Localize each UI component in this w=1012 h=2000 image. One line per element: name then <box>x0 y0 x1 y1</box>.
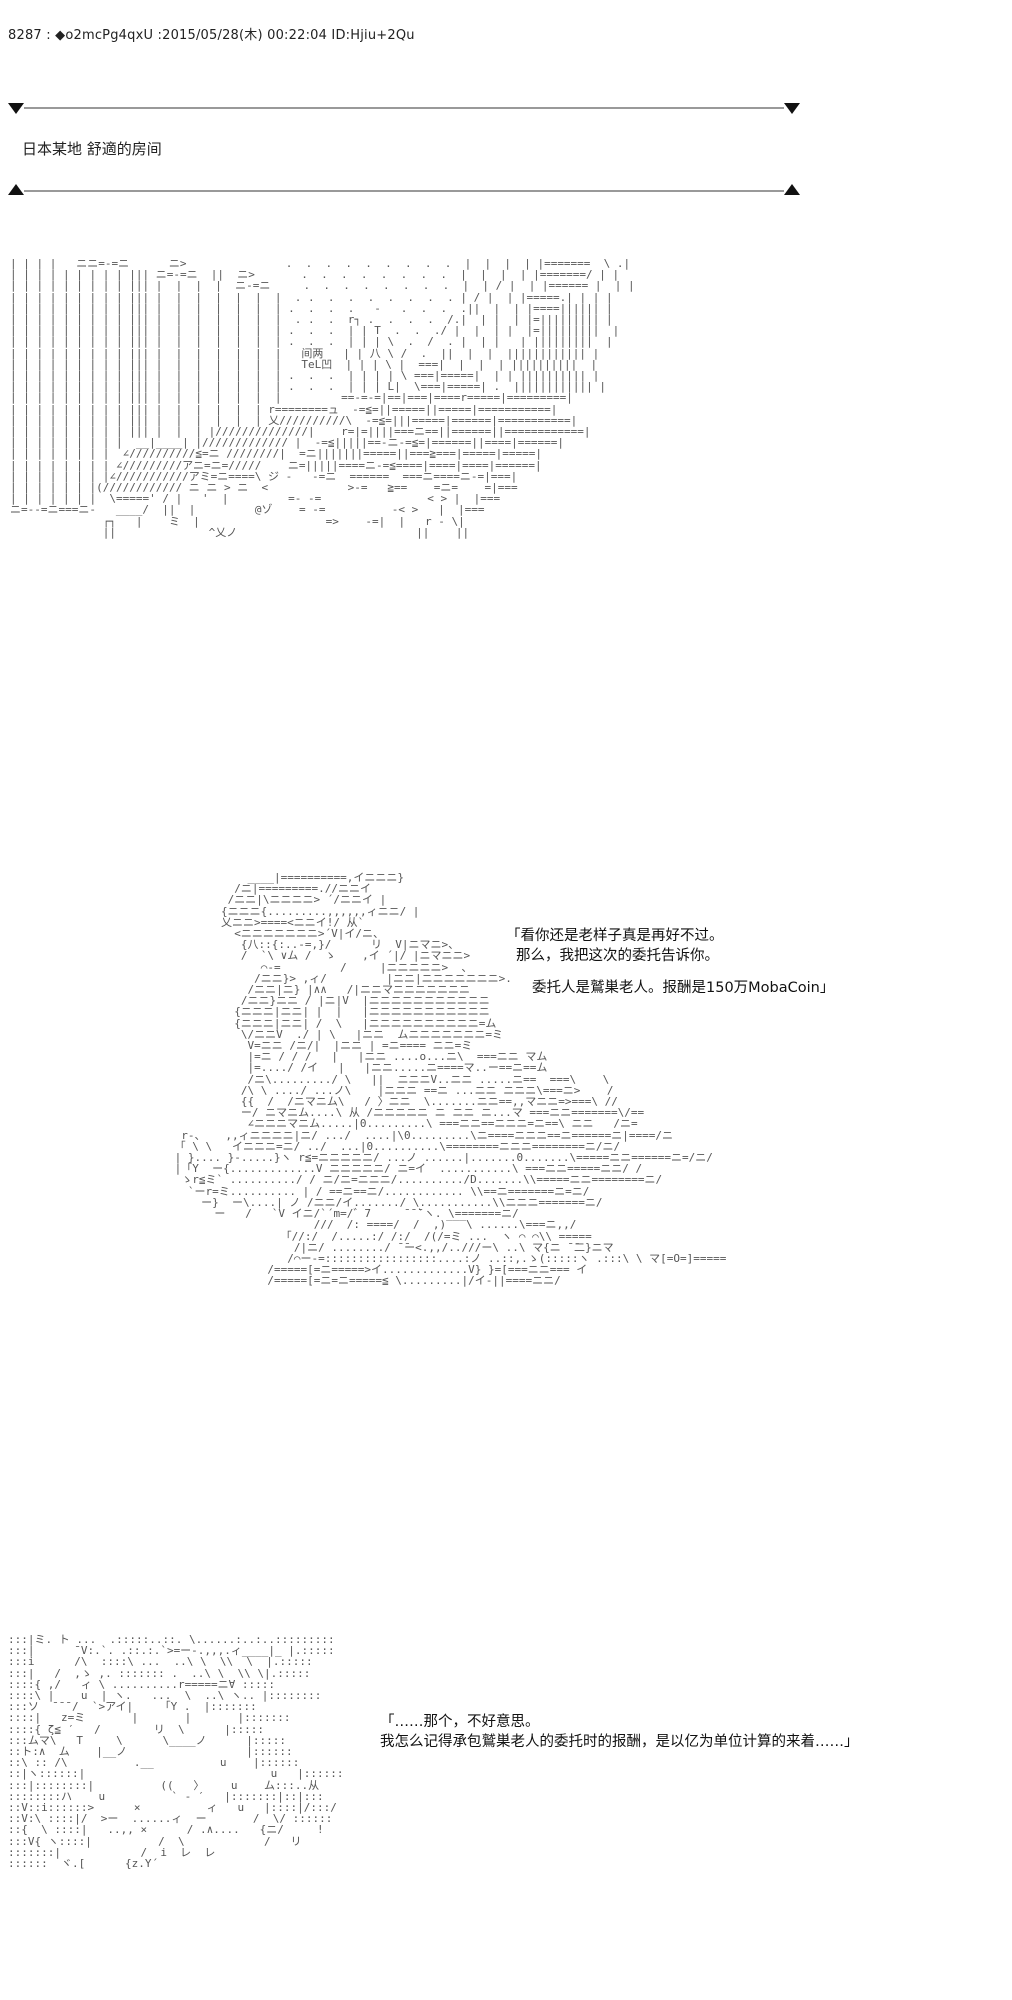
post-header: 8287 : ◆o2mcPg4qxU :2015/05/28(木) 00:22:… <box>8 28 415 43</box>
dialogue-2-line-2: 我怎么记得承包鷲巣老人的委托时的报酬，是以亿为单位计算的来着……」 <box>380 1734 859 1750</box>
dialogue-1-line-2: 那么，我把这次的委托告诉你。 <box>516 948 719 964</box>
dialogue-2-line-1: 「……那个，不好意思。 <box>380 1714 540 1730</box>
scene-location: 日本某地 舒適的房间 <box>22 140 162 158</box>
dialogue-2: 「……那个，不好意思。 我怎么记得承包鷲巣老人的委托时的报酬，是以亿为单位计算的… <box>380 1712 859 1752</box>
dialogue-1-line-3: 委托人是鷲巣老人。报酬是150万MobaCoin」 <box>532 980 835 996</box>
ascii-art-character-2: :::|ミ. ト ... .:::::..::. \......:..:..::… <box>8 1633 344 1871</box>
ascii-art-character-1: ____|==========,イニニニ} /ニ|=========.//ニニイ… <box>174 871 727 1288</box>
divider-line-top <box>8 103 800 114</box>
divider-top <box>8 98 800 120</box>
dialogue-1-line-1: 「看你还是老样子真是再好不过。 <box>506 928 724 944</box>
divider-line-bottom <box>8 184 800 195</box>
ascii-art-room: | | | | ニニ=-=ニ ニ> . . . . . . . . . | | … <box>10 257 635 539</box>
divider-bottom <box>8 180 800 202</box>
dialogue-1: 「看你还是老样子真是再好不过。 那么，我把这次的委托告诉你。 委托人是鷲巣老人。… <box>506 926 834 998</box>
